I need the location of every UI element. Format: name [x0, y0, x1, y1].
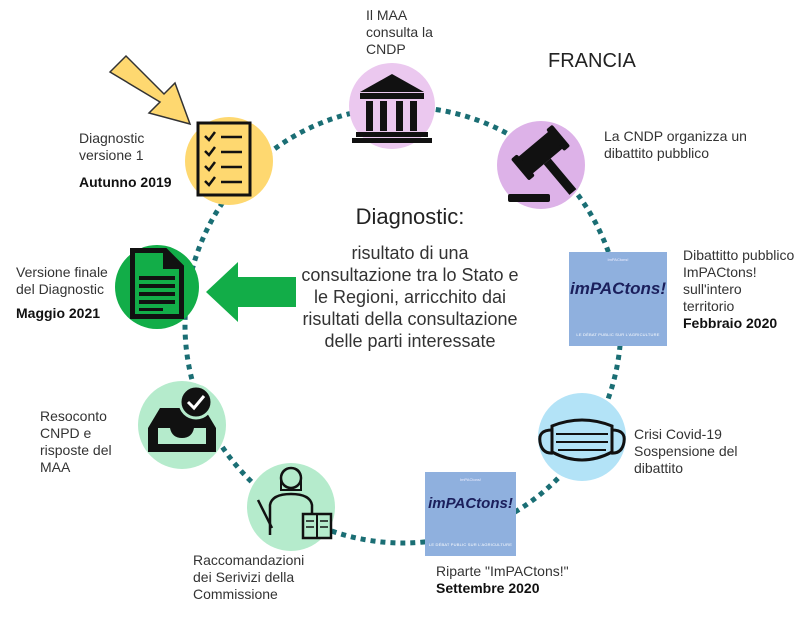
label-final: Versione finale del Diagnostic Maggio 20… — [16, 264, 116, 322]
country-label: FRANCIA — [548, 50, 636, 72]
label-cndp-text: La CNDP organizza un dibattito pubblico — [604, 128, 747, 161]
label-covid-text: Crisi Covid-19 Sospensione del dibattito — [634, 426, 738, 476]
label-covid: Crisi Covid-19 Sospensione del dibattito — [634, 426, 754, 477]
label-recommend-text: Raccomandazioni dei Serivizi della Commi… — [193, 552, 305, 602]
start-arrow — [108, 54, 192, 126]
building-icon — [349, 63, 435, 149]
impactons-poster-debate: ImPACtons! imPACtons! LE DÉBAT PUBLIC SU… — [569, 252, 667, 346]
poster-word: imPACtons! — [428, 495, 513, 512]
mask-icon — [538, 393, 626, 481]
poster-word: imPACtons! — [569, 279, 666, 298]
label-debate: Dibattitto pubblico ImPACtons! sull'inte… — [683, 247, 795, 332]
label-maa-text: Il MAA consulta la CNDP — [366, 7, 433, 57]
label-restart-text: Riparte "ImPACtons!" — [436, 563, 569, 579]
poster-top-text: ImPACtons! — [607, 257, 629, 262]
label-recommend: Raccomandazioni dei Serivizi della Commi… — [193, 552, 323, 603]
poster-top-text: ImPACtons! — [459, 477, 482, 482]
label-report: Resoconto CNPD e risposte del MAA — [40, 408, 130, 476]
checklist-icon — [185, 117, 273, 205]
label-maa: Il MAA consulta la CNDP — [366, 7, 456, 58]
center-title: Diagnostic: — [355, 204, 465, 229]
label-report-text: Resoconto CNPD e risposte del MAA — [40, 408, 112, 475]
gavel-icon — [497, 121, 585, 209]
final-arrow — [206, 262, 296, 322]
center-text: risultato di una consultazione tra lo St… — [301, 243, 519, 351]
poster-foot: LE DÉBAT PUBLIC SUR L'AGRICULTURE — [428, 542, 513, 547]
label-restart-date: Settembre 2020 — [436, 580, 540, 596]
teacher-icon — [247, 463, 335, 551]
label-cndp: La CNDP organizza un dibattito pubblico — [604, 128, 754, 162]
label-v1-text: Diagnostic versione 1 — [79, 130, 145, 163]
label-final-text: Versione finale del Diagnostic — [16, 264, 108, 297]
label-v1-date: Autunno 2019 — [79, 174, 172, 190]
poster-foot: LE DÉBAT PUBLIC SUR L'AGRICULTURE — [576, 332, 660, 337]
inbox-check-icon — [138, 381, 226, 469]
label-debate-text: Dibattitto pubblico ImPACtons! sull'inte… — [683, 247, 795, 314]
impactons-poster-restart: ImPACtons! imPACtons! LE DÉBAT PUBLIC SU… — [425, 472, 516, 556]
label-final-date: Maggio 2021 — [16, 305, 101, 321]
label-debate-date: Febbraio 2020 — [683, 315, 778, 331]
label-restart: Riparte "ImPACtons!" Settembre 2020 — [436, 563, 576, 597]
document-icon — [115, 245, 199, 329]
label-v1: Diagnostic versione 1 Autunno 2019 — [79, 130, 189, 191]
